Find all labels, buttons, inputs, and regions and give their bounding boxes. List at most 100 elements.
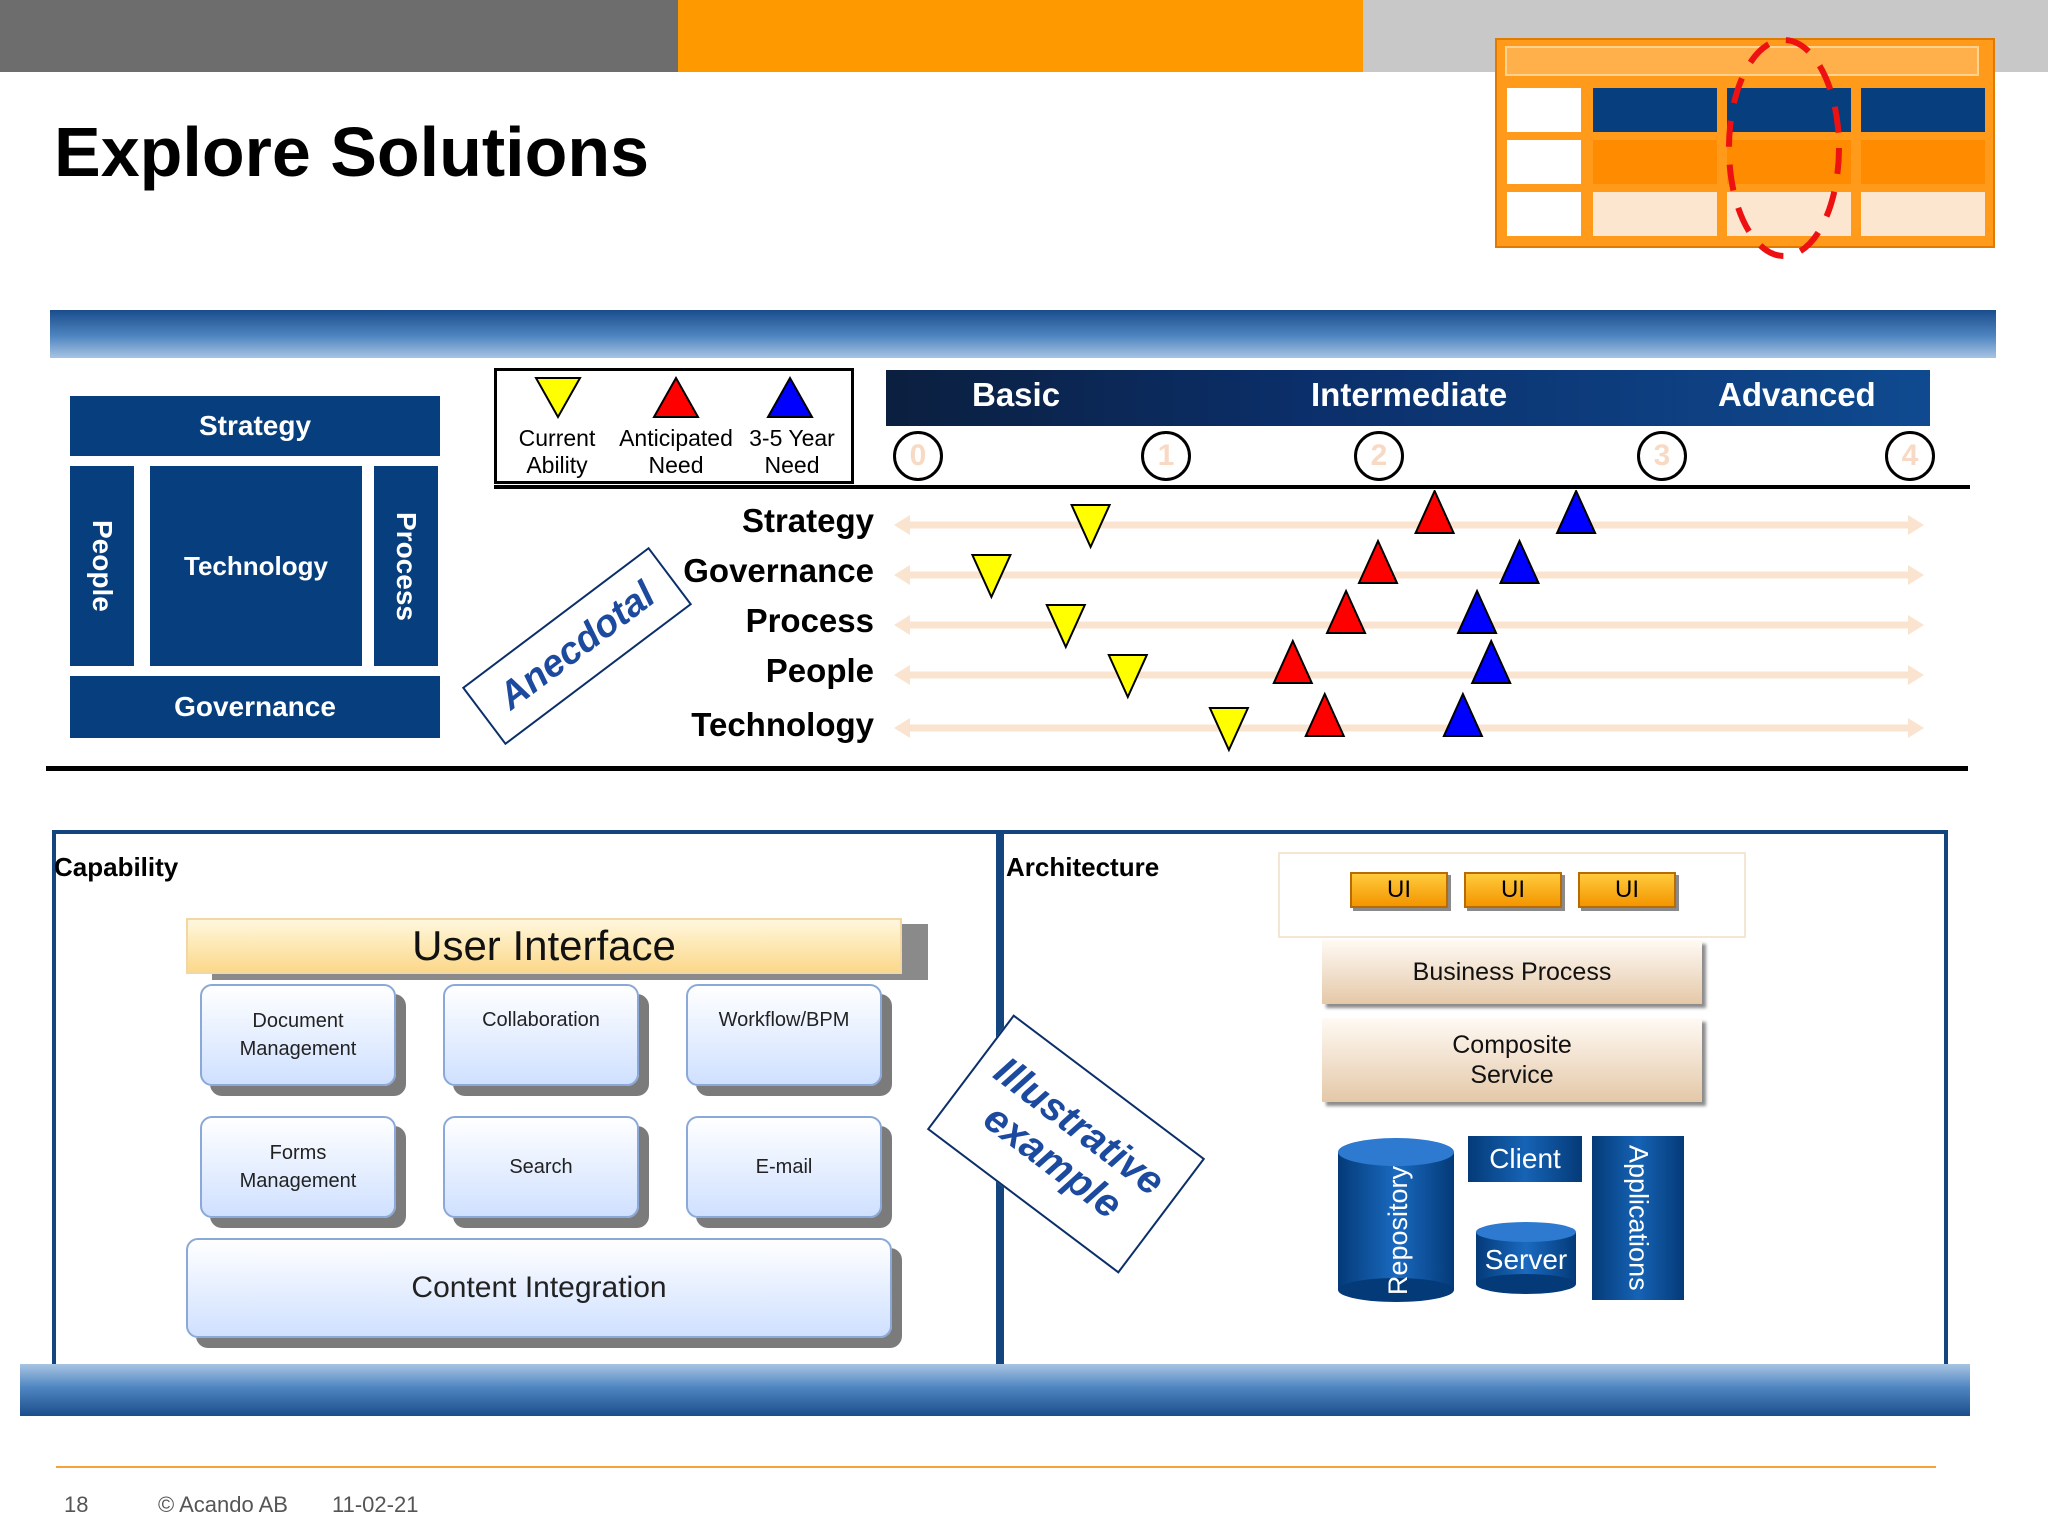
thumbnail-overview	[1495, 37, 1995, 259]
thumbnail-cell	[1861, 88, 1985, 132]
top-bar-orange	[678, 0, 1363, 72]
maturity-chart	[894, 490, 1924, 753]
row-label-strategy: Strategy	[741, 502, 874, 539]
scale-intermediate: Intermediate	[1311, 376, 1508, 413]
ui-button: UI	[1350, 872, 1448, 908]
track-arrowhead	[894, 515, 910, 535]
legend-anticipated-line2: Need	[648, 452, 704, 478]
applications-text: Applications	[1623, 1145, 1654, 1291]
framework-people: People	[70, 466, 134, 666]
content-integration-label: Content Integration	[411, 1271, 667, 1304]
capability-box-line2: Management	[239, 1038, 357, 1060]
capability-workflow: Workflow/BPM	[686, 984, 882, 1086]
marker-future-strategy	[1555, 490, 1597, 534]
legend-current-label: Current Ability	[505, 425, 609, 479]
thumbnail-cell	[1593, 88, 1717, 132]
capability-email-label: E-mail	[755, 1156, 813, 1178]
row-label-governance: Governance	[683, 552, 874, 589]
marker-anticipated-strategy	[1414, 490, 1456, 534]
thumbnail-cell	[1593, 140, 1717, 184]
level-2-marker: 2	[1354, 431, 1404, 481]
track-arrowhead	[1908, 665, 1924, 685]
chart-top-rule	[494, 485, 1970, 489]
level-3-marker: 3	[1637, 431, 1687, 481]
thumbnail-cell	[1593, 192, 1717, 236]
track-arrowhead	[894, 615, 910, 635]
footer-copyright: © Acando AB	[158, 1492, 288, 1517]
thumbnail-cell	[1861, 192, 1985, 236]
business-process-layer: Business Process	[1322, 940, 1702, 1004]
thumbnail-cell	[1727, 140, 1851, 184]
capability-collaboration: Collaboration	[443, 984, 639, 1086]
track-arrowhead	[1908, 718, 1924, 738]
track-arrowhead	[1908, 565, 1924, 585]
blue-header-band	[50, 310, 1996, 358]
capability-search-label: Search	[509, 1156, 573, 1178]
scale-advanced: Advanced	[1718, 376, 1876, 413]
marker-current-process	[1045, 604, 1087, 650]
row-label-people: People	[765, 652, 874, 689]
framework-process: Process	[374, 466, 438, 666]
page-title: Explore Solutions	[54, 113, 650, 191]
footer-page-number: 18	[64, 1492, 89, 1517]
legend-anticipated-label: Anticipated Need	[613, 425, 739, 479]
thumbnail-cell	[1861, 140, 1985, 184]
thumbnail-cell	[1727, 88, 1851, 132]
track-arrowhead	[894, 718, 910, 738]
architecture-title: Architecture	[1006, 852, 1160, 882]
legend-future-marker	[766, 375, 814, 418]
marker-current-technology	[1208, 707, 1250, 753]
capability-workflow-label: Workflow/BPM	[718, 1009, 850, 1031]
marker-future-governance	[1498, 538, 1541, 584]
business-process-label: Business Process	[1412, 958, 1612, 986]
framework-governance: Governance	[70, 676, 440, 738]
framework-technology: Technology	[150, 466, 362, 666]
legend-future-line2: Need	[764, 452, 820, 478]
composite-line2: Service	[1470, 1061, 1554, 1089]
chart-bottom-rule	[46, 766, 1968, 771]
maturity-scale-header: Basic Intermediate Advanced	[886, 370, 1930, 426]
footer-rule	[56, 1466, 1936, 1468]
legend-current-marker	[534, 377, 582, 420]
server-cylinder	[1476, 1222, 1576, 1294]
legend-future-label: 3-5 Year Need	[739, 425, 845, 479]
thumbnail-row2-label	[1507, 140, 1581, 184]
red-dashed-ellipse	[1726, 37, 1842, 259]
capability-title: Capability	[54, 852, 179, 882]
track-arrowhead	[1908, 615, 1924, 635]
repository-cylinder	[1338, 1138, 1454, 1302]
ui-button: UI	[1464, 872, 1562, 908]
legend-current-line2: Ability	[526, 452, 588, 478]
level-1-marker: 1	[1141, 431, 1191, 481]
marker-current-people	[1107, 654, 1149, 700]
legend-anticipated-line1: Anticipated	[619, 425, 733, 451]
marker-anticipated-technology	[1304, 691, 1346, 737]
marker-future-process	[1456, 588, 1498, 634]
applications-block: Applications	[1592, 1136, 1684, 1300]
row-label-technology: Technology	[691, 706, 874, 743]
blue-footer-band	[20, 1364, 1970, 1416]
capability-email: E-mail	[686, 1116, 882, 1218]
capability-box-line1: Forms	[269, 1142, 327, 1164]
user-interface-bar: User Interface	[186, 918, 902, 974]
level-0-marker: 0	[893, 431, 943, 481]
marker-current-governance	[970, 554, 1012, 600]
footer-date: 11-02-21	[332, 1492, 419, 1517]
scale-basic: Basic	[972, 376, 1061, 413]
track-arrowhead	[894, 565, 910, 585]
legend-future-line1: 3-5 Year	[749, 425, 835, 451]
legend-anticipated-marker	[652, 375, 700, 418]
marker-future-people	[1470, 638, 1512, 684]
repository-text: Repository	[1382, 1166, 1413, 1296]
content-integration-bar: Content Integration	[186, 1238, 892, 1338]
capability-collaboration-label: Collaboration	[482, 1009, 600, 1031]
marker-anticipated-process	[1325, 588, 1367, 634]
legend: Current Ability Anticipated Need 3-5 Yea…	[494, 368, 854, 484]
anecdotal-text: Anecdotal	[490, 573, 663, 718]
thumbnail-row1-label	[1507, 88, 1581, 132]
ui-button: UI	[1578, 872, 1676, 908]
marker-current-strategy	[1070, 504, 1112, 550]
